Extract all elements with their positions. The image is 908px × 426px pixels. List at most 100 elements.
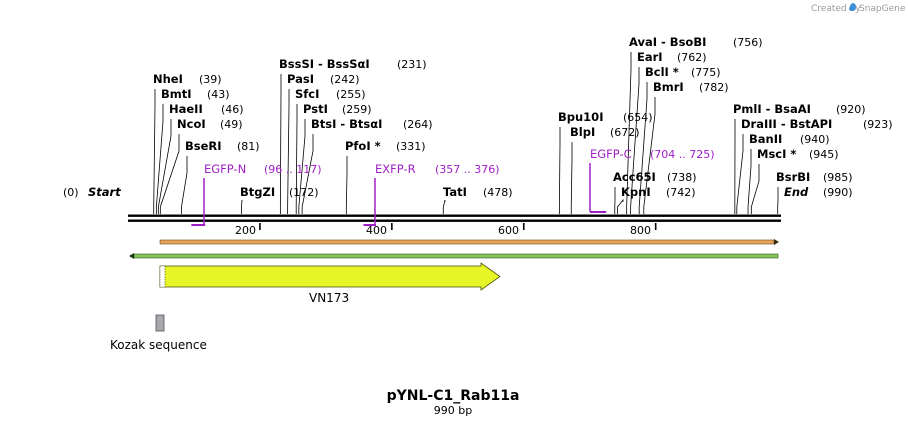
enzyme-position: (923) <box>863 118 893 131</box>
primer-range: (704 .. 725) <box>650 148 715 161</box>
enzyme-name: PmlI - BsaAI <box>733 102 811 116</box>
enzyme-position: (654) <box>623 111 653 124</box>
enzyme-position: (775) <box>691 66 721 79</box>
enzyme-position: (46) <box>221 103 244 116</box>
enzyme-name: BmrI <box>653 80 684 94</box>
end-label: End <box>784 185 809 199</box>
tick-label-600: 600 <box>498 224 519 237</box>
enzyme-name: BssSI - BssSαI <box>279 57 370 71</box>
end-position: (990) <box>823 186 853 199</box>
feature-vn173-arrow <box>159 262 501 291</box>
primer-range: (357 .. 376) <box>435 163 500 176</box>
enzyme-name: BtgZI <box>240 185 275 199</box>
sequence-backbone <box>128 214 781 222</box>
cut-line-msci <box>750 164 760 214</box>
enzyme-labels-middle: BssSI - BssSαI (231) PasI (242) SfcI (25… <box>240 57 513 199</box>
enzyme-name: PstI <box>303 102 328 116</box>
enzyme-name: SfcI <box>295 87 319 101</box>
cut-line-pasi <box>287 89 290 214</box>
enzyme-name: BanII <box>749 132 782 146</box>
primer-name: EGFP-N <box>204 162 246 176</box>
enzyme-name: Bpu10I <box>558 110 603 124</box>
cut-line-haeii <box>157 119 172 214</box>
cut-line-btsi <box>301 134 314 214</box>
enzyme-position: (756) <box>733 36 763 49</box>
enzyme-name: BmtI <box>161 87 192 101</box>
plasmid-length: 990 bp <box>434 404 472 417</box>
cut-line-kpni <box>617 198 624 214</box>
ruler-ticks: 200 400 600 800 <box>235 223 657 237</box>
enzyme-name: Acc65I <box>613 170 656 184</box>
cut-site-lines <box>153 52 779 214</box>
enzyme-name: EarI <box>637 50 663 64</box>
primer-range: (96 .. 117) <box>264 163 322 176</box>
cut-line-banii <box>747 149 752 214</box>
primer-marks <box>191 163 607 226</box>
enzyme-position: (672) <box>610 126 640 139</box>
cut-line-pfoi <box>345 156 348 214</box>
enzyme-position: (331) <box>396 140 426 153</box>
enzyme-name: PasI <box>287 72 314 86</box>
enzyme-position: (742) <box>666 186 696 199</box>
start-label: Start <box>88 185 121 199</box>
cut-line-tati <box>442 199 446 214</box>
enzyme-position: (920) <box>836 103 866 116</box>
enzyme-name: KpnI <box>621 185 651 199</box>
enzyme-name: AvaI - BsoBI <box>629 35 706 49</box>
plasmid-title: pYNL-C1_Rab11a <box>387 388 520 404</box>
cut-line-draiii <box>736 134 744 214</box>
enzyme-position: (264) <box>403 118 433 131</box>
enzyme-position: (255) <box>336 88 366 101</box>
enzyme-position: (940) <box>800 133 830 146</box>
cut-line-bseri <box>181 156 188 214</box>
enzyme-labels-left: NheI (39) BmtI (43) HaeII (46) NcoI (49)… <box>153 72 260 153</box>
enzyme-position: (43) <box>207 88 230 101</box>
enzyme-position: (738) <box>667 171 697 184</box>
start-position: (0) <box>63 186 79 199</box>
enzyme-position: (242) <box>330 73 360 86</box>
enzyme-name: BsrBI <box>776 170 810 184</box>
tick-label-800: 800 <box>630 224 651 237</box>
enzyme-position: (81) <box>237 140 260 153</box>
primer-name: EXFP-R <box>375 162 416 176</box>
enzyme-name: NheI <box>153 72 183 86</box>
enzyme-position: (762) <box>677 51 707 64</box>
enzyme-name: MscI * <box>757 147 796 161</box>
enzyme-name: PfoI * <box>345 139 381 153</box>
primer-labels: EGFP-N (96 .. 117) EXFP-R (357 .. 376) E… <box>204 147 715 176</box>
enzyme-position: (478) <box>483 186 513 199</box>
primer-name: EGFP-C <box>590 147 632 161</box>
cut-line-bmti <box>155 104 164 214</box>
watermark-brand: SnapGene <box>859 4 906 14</box>
forward-strand-bar <box>159 239 779 245</box>
cut-line-bsssi <box>279 74 282 214</box>
cut-line-bmri <box>643 97 656 214</box>
enzyme-name: TatI <box>443 185 467 199</box>
enzyme-position: (782) <box>699 81 729 94</box>
cut-line-btgzi <box>241 199 243 214</box>
cut-line-avai <box>626 52 632 214</box>
cut-line-sfci <box>295 104 298 214</box>
feature-label-kozak: Kozak sequence <box>110 338 207 352</box>
enzyme-name: BseRI <box>185 139 222 153</box>
cut-line-bcli <box>638 82 648 214</box>
tick-label-200: 200 <box>235 224 256 237</box>
enzyme-name: DraIII - BstAPI <box>741 117 832 131</box>
reverse-strand-bar <box>129 253 779 259</box>
cut-line-nhei <box>153 89 156 214</box>
cut-line-ncoi <box>159 134 180 214</box>
cut-line-blpi <box>570 142 573 214</box>
enzyme-name: HaeII <box>169 102 203 116</box>
enzyme-name: NcoI <box>177 117 206 131</box>
enzyme-position: (985) <box>823 171 853 184</box>
enzyme-name: BtsI - BtsαI <box>311 117 382 131</box>
cut-line-bpu10i <box>558 127 561 214</box>
enzyme-position: (259) <box>342 103 372 116</box>
enzyme-position: (49) <box>220 118 243 131</box>
enzyme-labels-right: AvaI - BsoBI (756) EarI (762) BclI * (77… <box>558 35 893 199</box>
enzyme-position: (231) <box>397 58 427 71</box>
cut-line-eari <box>630 67 640 214</box>
feature-label-vn173: VN173 <box>309 291 349 305</box>
tick-label-400: 400 <box>366 224 387 237</box>
